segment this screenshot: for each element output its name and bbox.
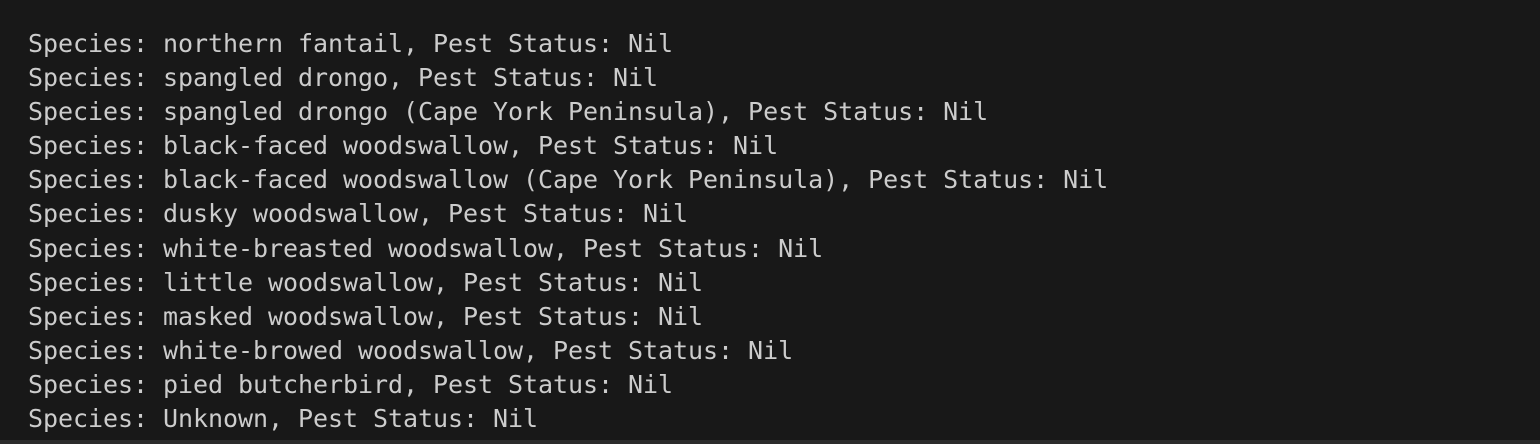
output-line: Species: black-faced woodswallow (Cape Y… bbox=[28, 165, 1109, 195]
output-line: Species: white-browed woodswallow, Pest … bbox=[28, 335, 794, 365]
output-line: Species: little woodswallow, Pest Status… bbox=[28, 267, 704, 297]
output-line: Species: white-breasted woodswallow, Pes… bbox=[28, 233, 824, 263]
output-line: Species: dusky woodswallow, Pest Status:… bbox=[28, 199, 689, 229]
output-line: Species: spangled drongo (Cape York Peni… bbox=[28, 97, 989, 127]
output-line: Species: spangled drongo, Pest Status: N… bbox=[28, 63, 659, 93]
output-line: Species: northern fantail, Pest Status: … bbox=[28, 29, 674, 58]
terminal-output: Species: northern fantail, Pest Status: … bbox=[28, 27, 1540, 436]
panel-bottom-border bbox=[0, 440, 1540, 444]
output-line: Species: pied butcherbird, Pest Status: … bbox=[28, 369, 674, 399]
output-line: Species: Unknown, Pest Status: Nil bbox=[28, 404, 539, 434]
output-line: Species: masked woodswallow, Pest Status… bbox=[28, 301, 704, 331]
output-line: Species: black-faced woodswallow, Pest S… bbox=[28, 131, 779, 161]
